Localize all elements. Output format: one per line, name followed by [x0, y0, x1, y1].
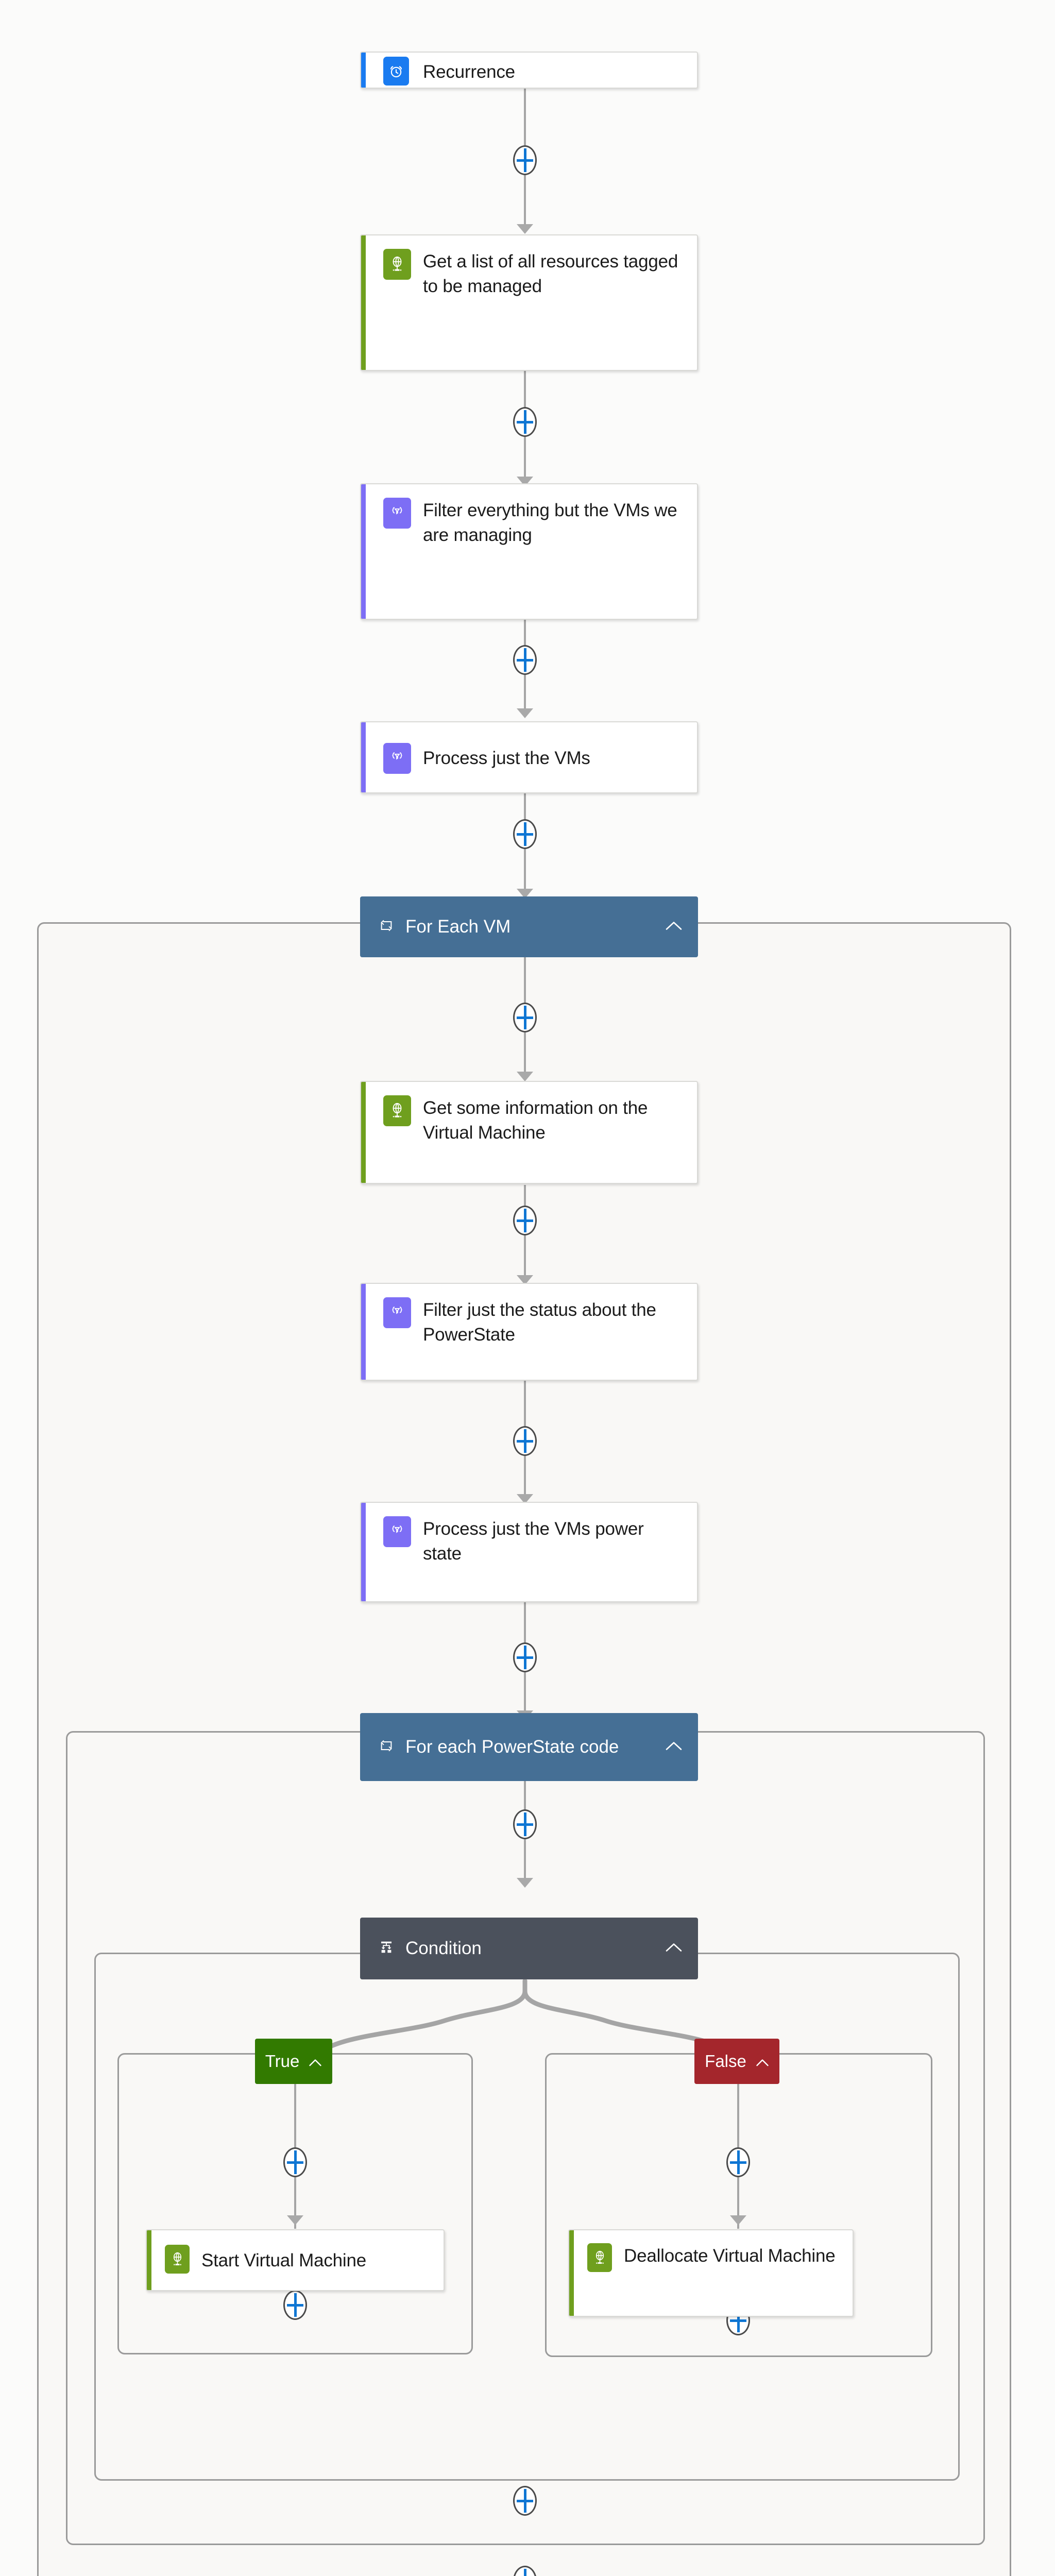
connector-arrow — [730, 2215, 746, 2225]
action-card-recurrence[interactable]: Recurrence — [360, 52, 698, 89]
add-step-button[interactable] — [283, 2147, 307, 2177]
azure-resource-manager-icon — [383, 1095, 411, 1126]
scope-header-label: For each PowerState code — [405, 1737, 619, 1757]
condition-branch-connectors — [317, 1978, 733, 2056]
action-card-label: Process just the VMs power state — [423, 1519, 644, 1564]
action-card-label: Get a list of all resources tagged to be… — [423, 251, 678, 296]
branch-badge-true[interactable]: True — [255, 2039, 332, 2084]
action-card-label: Recurrence — [423, 62, 515, 82]
connector-arrow — [517, 1878, 533, 1888]
card-accent-bar — [361, 722, 366, 792]
add-step-button[interactable] — [513, 1206, 537, 1235]
add-step-button[interactable] — [726, 2147, 750, 2177]
chevron-up-icon[interactable] — [665, 1942, 683, 1956]
connector-line — [524, 675, 526, 716]
connector-line — [737, 2177, 739, 2229]
add-step-button[interactable] — [513, 1809, 537, 1839]
card-accent-bar — [361, 1082, 366, 1183]
card-accent-bar — [361, 53, 366, 88]
action-card-label: Filter everything but the VMs we are man… — [423, 500, 677, 545]
connector-arrow — [517, 224, 533, 234]
filter-array-icon — [383, 743, 411, 774]
add-step-button[interactable] — [513, 1426, 537, 1456]
action-card-get-vm-info[interactable]: Get some information on the Virtual Mach… — [360, 1081, 698, 1184]
connector-arrow — [517, 708, 533, 718]
connector-line — [524, 89, 526, 145]
condition-branch-icon — [379, 1940, 394, 1958]
connector-line — [524, 371, 526, 422]
connector-line — [524, 1456, 526, 1502]
connector-line — [524, 1602, 526, 1659]
connector-arrow — [517, 1494, 533, 1504]
connector-line — [524, 1235, 526, 1282]
add-step-button[interactable] — [513, 407, 537, 437]
alarm-clock-icon — [383, 57, 409, 86]
connector-line — [294, 2177, 296, 2229]
card-accent-bar — [361, 1284, 366, 1380]
filter-array-icon — [383, 498, 411, 529]
filter-array-icon — [383, 1297, 411, 1328]
action-card-get-tagged-resources[interactable]: Get a list of all resources tagged to be… — [360, 234, 698, 371]
connector-line — [524, 618, 526, 670]
action-card-process-vms[interactable]: Process just the VMs — [360, 721, 698, 793]
scope-header-for-each-vm[interactable]: For Each VM — [360, 896, 698, 957]
connector-line — [524, 437, 526, 483]
connector-line — [524, 175, 526, 227]
add-step-button[interactable] — [513, 145, 537, 175]
card-accent-bar — [569, 2230, 574, 2316]
chevron-up-icon[interactable] — [309, 2052, 322, 2071]
action-card-label: Filter just the status about the PowerSt… — [423, 1300, 656, 1345]
connector-line — [524, 1672, 526, 1719]
branch-badge-false[interactable]: False — [694, 2039, 779, 2084]
connector-line — [524, 849, 526, 895]
action-card-label: Deallocate Virtual Machine — [624, 2246, 836, 2266]
add-step-button[interactable] — [513, 1003, 537, 1032]
connector-line — [524, 1032, 526, 1079]
loop-icon — [379, 1738, 394, 1756]
scope-header-condition[interactable]: Condition — [360, 1918, 698, 1979]
scope-header-label: For Each VM — [405, 917, 511, 937]
action-card-label: Process just the VMs — [423, 748, 590, 768]
action-card-filter-powerstate[interactable]: Filter just the status about the PowerSt… — [360, 1283, 698, 1381]
connector-line — [524, 1839, 526, 1886]
chevron-up-icon[interactable] — [756, 2052, 769, 2071]
connector-line — [524, 1381, 526, 1437]
connector-line — [524, 1772, 526, 1829]
chevron-up-icon[interactable] — [665, 1740, 683, 1754]
action-card-start-vm[interactable]: Start Virtual Machine — [146, 2229, 445, 2291]
action-card-filter-vms[interactable]: Filter everything but the VMs we are man… — [360, 483, 698, 620]
scope-header-for-each-powerstate[interactable]: For each PowerState code — [360, 1713, 698, 1781]
action-card-process-powerstate[interactable]: Process just the VMs power state — [360, 1502, 698, 1602]
add-step-button[interactable] — [513, 2486, 537, 2516]
action-card-deallocate-vm[interactable]: Deallocate Virtual Machine — [568, 2229, 854, 2317]
connector-arrow — [517, 889, 533, 899]
connector-line — [737, 2081, 739, 2148]
connector-line — [294, 2081, 296, 2148]
loop-icon — [379, 918, 394, 936]
branch-label-text: True — [265, 2052, 300, 2071]
add-step-button[interactable] — [513, 819, 537, 849]
connector-arrow — [517, 1275, 533, 1285]
azure-resource-manager-icon — [383, 249, 411, 280]
azure-resource-manager-icon — [587, 2243, 612, 2272]
action-card-label: Get some information on the Virtual Mach… — [423, 1098, 648, 1143]
azure-resource-manager-icon — [165, 2245, 190, 2274]
scope-header-label: Condition — [405, 1938, 482, 1958]
card-accent-bar — [361, 1503, 366, 1601]
card-accent-bar — [147, 2230, 151, 2290]
connector-arrow — [517, 1072, 533, 1081]
add-step-button[interactable] — [513, 1642, 537, 1672]
branch-label-text: False — [705, 2052, 746, 2071]
filter-array-icon — [383, 1516, 411, 1547]
add-step-button[interactable] — [513, 645, 537, 675]
connector-arrow — [287, 2215, 303, 2225]
card-accent-bar — [361, 484, 366, 619]
action-card-label: Start Virtual Machine — [201, 2250, 367, 2270]
add-step-button[interactable] — [283, 2290, 307, 2320]
chevron-up-icon[interactable] — [665, 920, 683, 934]
card-accent-bar — [361, 235, 366, 370]
connector-line — [524, 957, 526, 1014]
